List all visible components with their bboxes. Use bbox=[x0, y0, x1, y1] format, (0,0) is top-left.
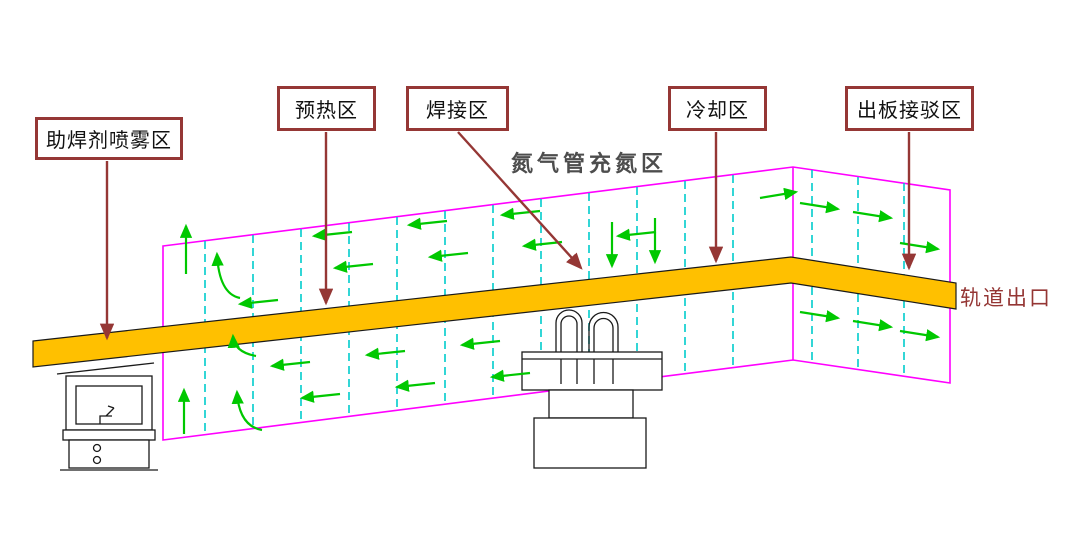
label-box-board-exit-zone: 出板接驳区 bbox=[845, 86, 974, 131]
label-track-exit: 轨道出口 bbox=[960, 287, 1052, 310]
flux-sprayer-machine bbox=[56, 362, 158, 471]
conveyor-track bbox=[32, 256, 957, 368]
label-nitrogen-zone: 氮气管充氮区 bbox=[511, 151, 668, 176]
gas-flow-arrows bbox=[177, 187, 941, 434]
label-cooling-text: 冷却区 bbox=[686, 100, 749, 122]
label-welding-text: 焊接区 bbox=[426, 100, 489, 122]
label-preheat-text: 预热区 bbox=[295, 100, 358, 122]
label-board-exit-text: 出板接驳区 bbox=[857, 100, 962, 122]
leader-arrows bbox=[99, 131, 917, 341]
label-box-flux-spray-zone: 助焊剂喷雾区 bbox=[35, 117, 183, 160]
label-box-welding-zone: 焊接区 bbox=[406, 86, 509, 131]
leader-welding bbox=[457, 131, 583, 270]
label-flux-spray-text: 助焊剂喷雾区 bbox=[46, 130, 172, 152]
label-box-preheat-zone: 预热区 bbox=[277, 86, 376, 131]
solder-wave-machine bbox=[521, 309, 663, 469]
label-box-cooling-zone: 冷却区 bbox=[668, 86, 767, 131]
